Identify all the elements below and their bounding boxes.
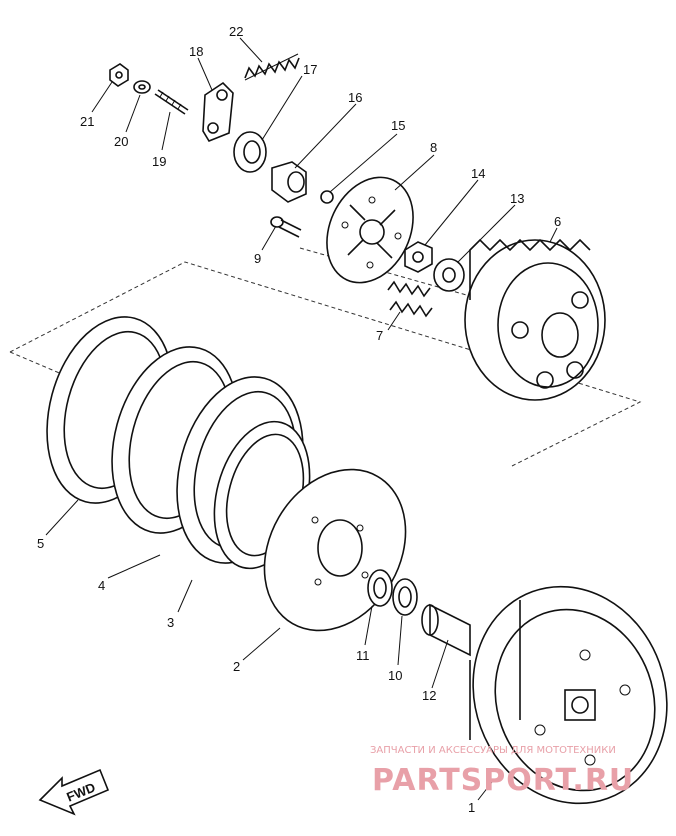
- part-label-19: 19: [152, 154, 166, 169]
- part-13-lock-washer: [433, 258, 465, 292]
- part-21-nut: [109, 63, 129, 87]
- part-18-lock-washer: [202, 81, 234, 142]
- part-label-9: 9: [254, 251, 261, 266]
- part-11-washer: [367, 569, 393, 607]
- part-7-clutch-spring: [387, 280, 433, 318]
- part-19-adjusting-screw: [154, 89, 189, 115]
- part-14-nut: [404, 241, 433, 273]
- part-label-11: 11: [356, 648, 370, 663]
- part-label-6: 6: [554, 214, 561, 229]
- part-label-16: 16: [348, 90, 362, 105]
- watermark: ЗАПЧАСТИ И АКСЕССУАРЫ ДЛЯ МОТОТЕХНИКИ PA…: [370, 745, 634, 798]
- part-label-12: 12: [422, 688, 436, 703]
- part-label-1: 1: [468, 800, 475, 815]
- part-label-15: 15: [391, 118, 405, 133]
- part-label-17: 17: [303, 62, 317, 77]
- part-16-push-plate: [271, 161, 307, 203]
- part-label-13: 13: [510, 191, 524, 206]
- part-12-spacer: [421, 603, 471, 657]
- part-label-5: 5: [37, 536, 44, 551]
- part-8-pressure-plate: [326, 176, 414, 284]
- part-label-2: 2: [233, 659, 240, 674]
- assembly-frame-dashed: [9, 261, 642, 467]
- part-label-20: 20: [114, 134, 128, 149]
- part-label-14: 14: [471, 166, 485, 181]
- part-label-3: 3: [167, 615, 174, 630]
- watermark-line1: ЗАПЧАСТИ И АКСЕССУАРЫ ДЛЯ МОТОТЕХНИКИ: [370, 745, 616, 756]
- part-17-bearing: [233, 131, 267, 173]
- part-label-8: 8: [430, 140, 437, 155]
- part-15-ball: [320, 190, 334, 204]
- part-1-primary-driven-gear: [469, 585, 668, 805]
- part-10-washer: [392, 578, 418, 616]
- watermark-logo-text: PARTSPORT.RU: [372, 763, 634, 798]
- part-label-22: 22: [229, 24, 243, 39]
- part-label-7: 7: [376, 328, 383, 343]
- part-6-clutch-boss: [464, 238, 606, 401]
- fwd-direction-arrow: FWD: [38, 768, 110, 816]
- leader-lines: [45, 37, 558, 801]
- part-label-10: 10: [388, 668, 402, 683]
- part-20-washer: [133, 80, 151, 94]
- part-labels: 22 18 17 16 15 8 14 13 6 9 7 21 20 19 5 …: [37, 24, 561, 815]
- part-9-bolt: [270, 216, 302, 238]
- part-label-21: 21: [80, 114, 94, 129]
- part-22-spring: [244, 53, 300, 81]
- part-label-18: 18: [189, 44, 203, 59]
- part-label-4: 4: [98, 578, 105, 593]
